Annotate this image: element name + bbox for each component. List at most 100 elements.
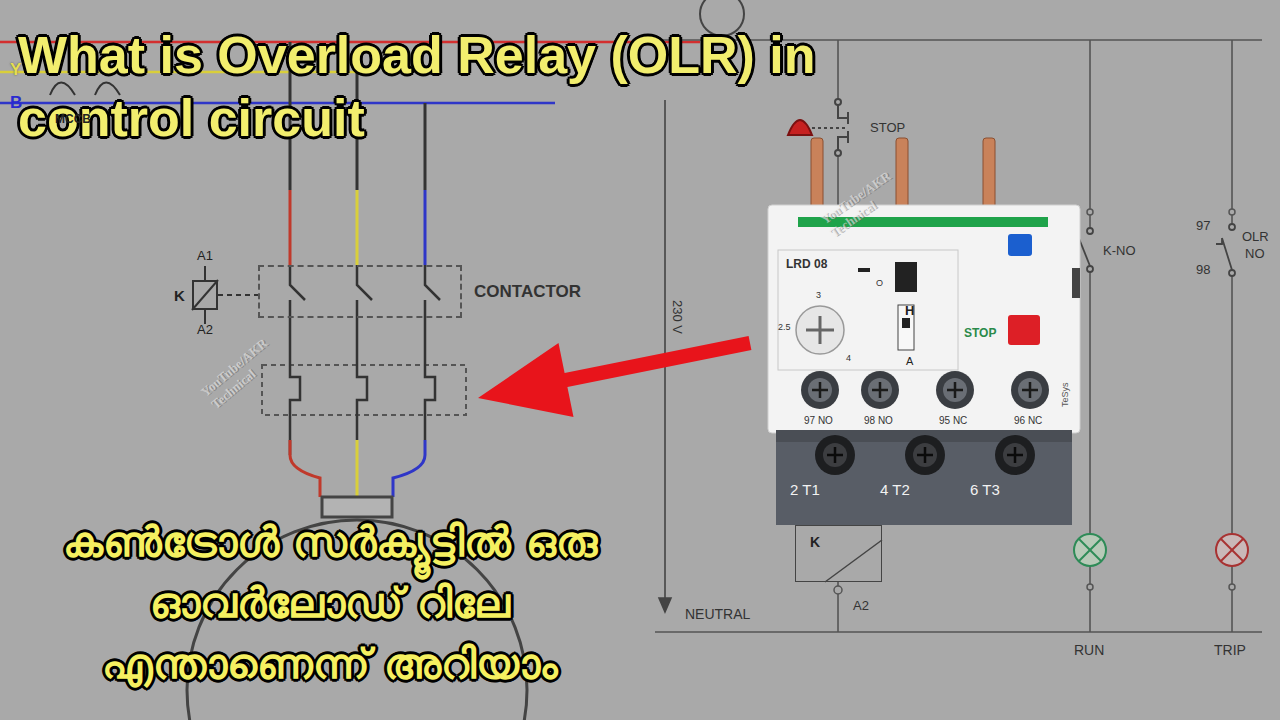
- voltage-arrow: [659, 598, 671, 612]
- node-text: STOP: [964, 326, 996, 340]
- node-text: O: [876, 278, 883, 288]
- button-label: STOP: [870, 120, 905, 135]
- olr-thermal-elements: [357, 318, 367, 440]
- node-text: 3: [816, 290, 821, 300]
- node-text: CONTACTOR: [474, 282, 581, 302]
- coil-symbol: [192, 280, 218, 310]
- aux-terminal-screws: [812, 382, 1038, 398]
- olr-no-contact: [1216, 238, 1232, 270]
- power-wires: [424, 103, 427, 190]
- trip-window: [895, 262, 917, 292]
- reset-button: [1008, 234, 1032, 256]
- lamp-terminals: [834, 586, 842, 594]
- k-no-contact: [1087, 228, 1093, 234]
- relay-base: [776, 430, 1072, 525]
- olr-no-contact: [1216, 224, 1235, 276]
- run-lamp: [1079, 539, 1101, 561]
- coil-k-box: K: [795, 525, 882, 582]
- contactor-contacts: [425, 265, 440, 318]
- pointer-arrow: [478, 336, 751, 417]
- thumbnail-title: What is Overload Relay (OLR) in control …: [18, 24, 898, 151]
- control-wires: [1231, 566, 1233, 632]
- terminal-label: A2: [197, 322, 213, 337]
- lamp-label: TRIP: [1214, 642, 1246, 658]
- contact-label: OLR: [1242, 229, 1269, 244]
- relay-notch: [1072, 268, 1080, 298]
- contact-label: NO: [1245, 246, 1265, 261]
- voltage-arrow: [664, 100, 666, 600]
- stop-pushbutton: [847, 112, 849, 143]
- stop-pushbutton: [835, 99, 841, 105]
- trip-lamp: [1216, 534, 1248, 566]
- phase-label: B: [10, 93, 22, 113]
- control-wires: [1089, 566, 1091, 632]
- phase-label: Y: [10, 60, 21, 80]
- relay-pins: [896, 138, 908, 212]
- node-text: 97 NO: [804, 415, 833, 426]
- overload-relay-device: [768, 138, 1080, 525]
- k-no-contact: [1087, 266, 1093, 272]
- node-text: K: [174, 287, 185, 304]
- contactor-contacts: [290, 265, 305, 318]
- node-text: 2 T1: [790, 481, 820, 498]
- run-lamp: [1079, 539, 1101, 561]
- coil-symbol: [204, 310, 206, 324]
- olr-thermal-elements: [290, 318, 435, 455]
- motor-symbol: [322, 497, 392, 517]
- breaker-label: MCCB: [55, 112, 91, 126]
- node-text: 2.5: [778, 322, 791, 332]
- wire-label: NEUTRAL: [685, 606, 750, 622]
- node-text: 98 NO: [864, 415, 893, 426]
- terminal-label: 98: [1196, 262, 1210, 277]
- bottom-coil-symbol: [825, 540, 882, 582]
- node-text: 95 NC: [939, 415, 967, 426]
- control-wires: [655, 631, 1262, 633]
- main-terminal-screws: [815, 435, 1035, 475]
- trip-lamp: [1221, 539, 1243, 561]
- node-text: A: [906, 355, 913, 367]
- malayalam-caption: കൺട്രോൾ സർക്യൂട്ടിൽ ഒരു ഓവർലോഡ് റിലേ എന്…: [20, 512, 640, 695]
- main-terminal-screws: [827, 447, 1023, 463]
- control-wires: [1089, 272, 1091, 534]
- lamp-terminals: [1229, 209, 1235, 215]
- motor-wires: [290, 440, 320, 497]
- setting-dial: [819, 316, 822, 344]
- contactor-contacts: [357, 265, 372, 318]
- coil-symbol-box: K: [192, 280, 218, 310]
- olr-no-contact: [1229, 224, 1235, 230]
- motor-wires: [290, 440, 425, 497]
- stop-pushbutton: [835, 150, 841, 156]
- lamp-terminals: [1229, 584, 1235, 590]
- coil-symbol: [204, 266, 206, 280]
- control-wires: [1231, 276, 1233, 534]
- relay-pins: [811, 138, 823, 212]
- node-text: 4: [846, 353, 851, 363]
- lamp-terminals: [1087, 209, 1093, 215]
- node-text: 6 T3: [970, 481, 1000, 498]
- stop-button: [1008, 315, 1040, 345]
- node-text: 96 NC: [1014, 415, 1042, 426]
- bottom-coil-symbol: [825, 540, 882, 582]
- olr-thermal-elements: [425, 318, 435, 440]
- control-wires: [1231, 40, 1233, 224]
- run-lamp: [1074, 534, 1106, 566]
- control-wires: [1089, 40, 1091, 228]
- terminal-label: A2: [853, 598, 869, 613]
- trip-lamp: [1216, 534, 1248, 566]
- node-text: LRD 08: [786, 257, 827, 271]
- node-text: H: [905, 303, 914, 318]
- motor-wires: [393, 440, 425, 497]
- motor-wires: [356, 440, 359, 497]
- voltage-label: 230 V: [670, 300, 685, 334]
- power-wires: [289, 190, 292, 265]
- contactor-contacts: [290, 265, 440, 318]
- node-text: TeSys: [1060, 382, 1070, 407]
- lamp-label: RUN: [1074, 642, 1104, 658]
- overload-relay-device: LRD 08 O H A 3 2.5 4 STOP TeSys 97 NO 98 NO 95 NC 96…: [768, 205, 1080, 525]
- node-text: K: [810, 534, 820, 550]
- run-lamp: [1074, 534, 1106, 566]
- control-wires: [837, 40, 839, 100]
- relay-body: [768, 205, 1080, 433]
